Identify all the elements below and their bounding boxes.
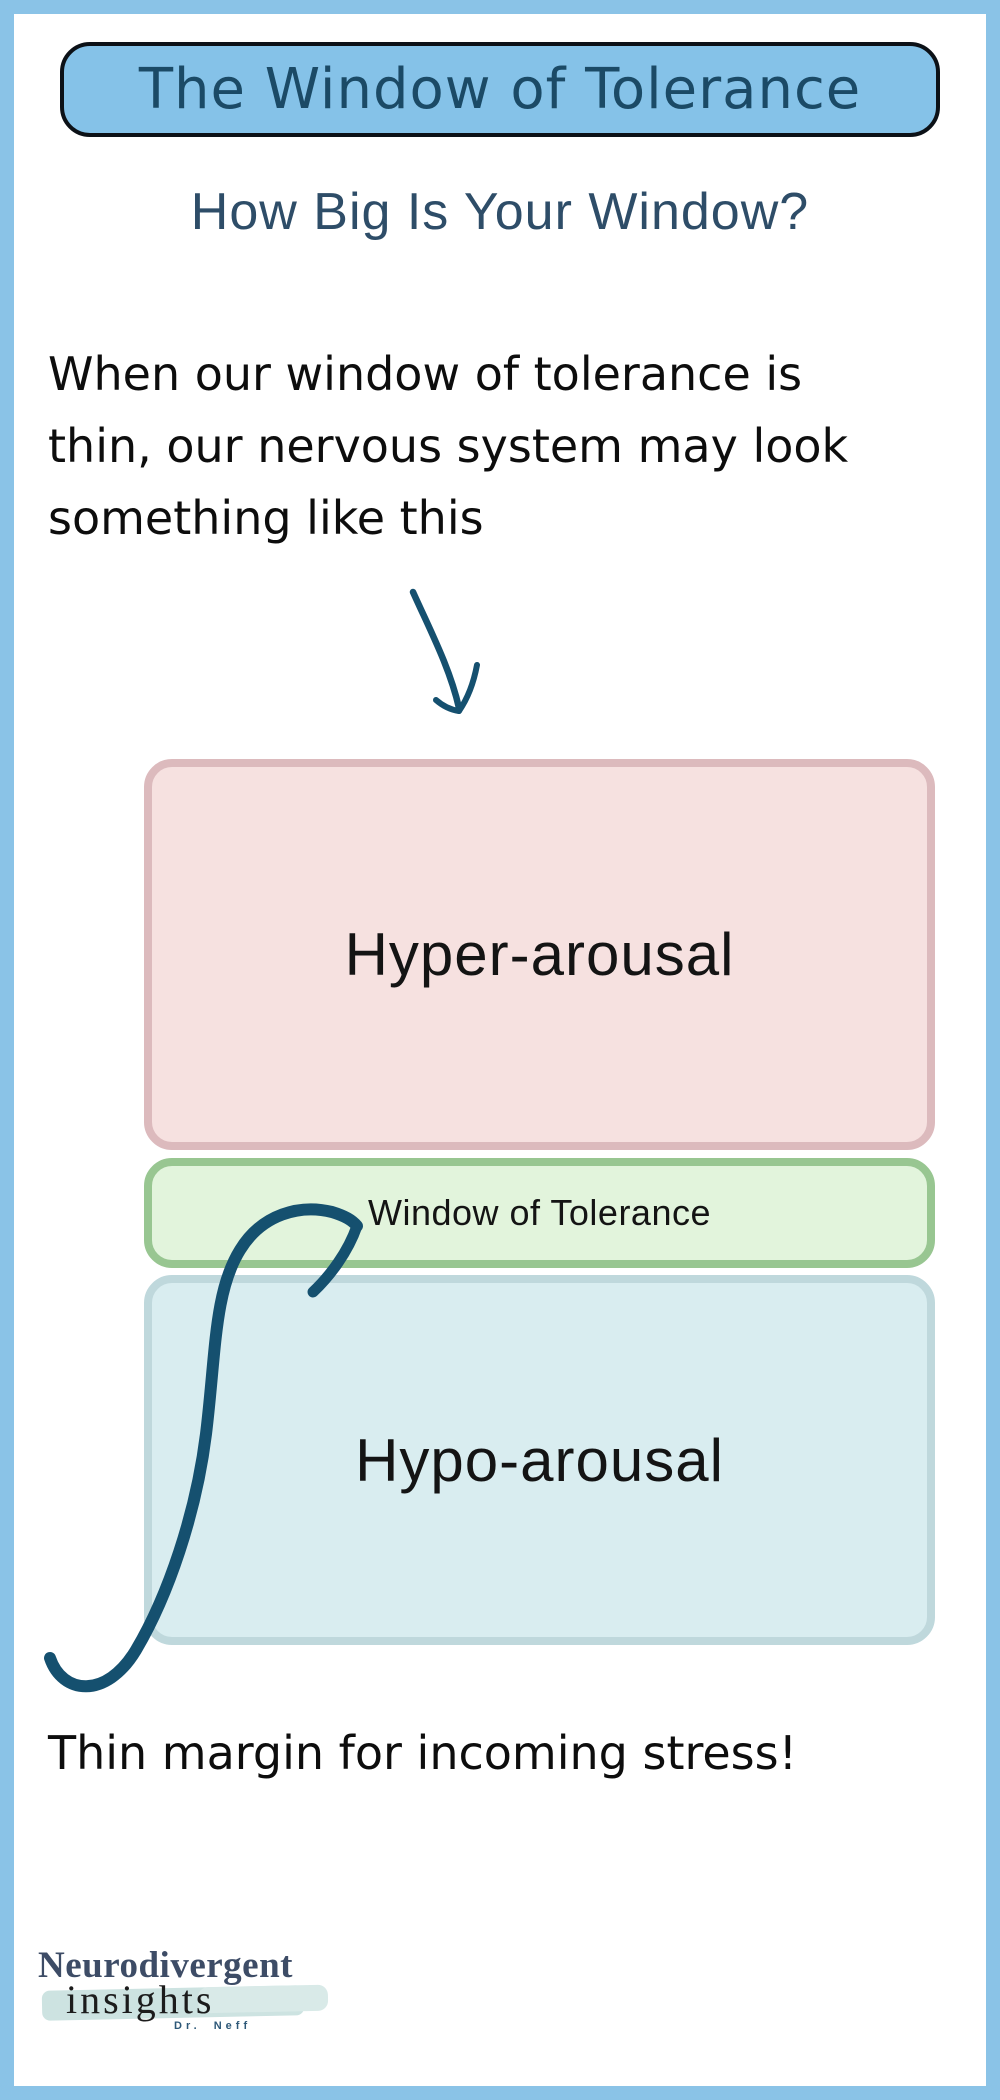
zone-hyper-arousal: Hyper-arousal (144, 759, 935, 1150)
zone-hyper-arousal-label: Hyper-arousal (344, 921, 735, 988)
zone-window-of-tolerance-label: Window of Tolerance (367, 1192, 711, 1233)
page-title: The Window of Tolerance (138, 57, 862, 122)
title-banner: The Window of Tolerance (60, 42, 940, 137)
intro-line-3: something like this (48, 491, 484, 545)
zone-hypo-arousal-label: Hypo-arousal (355, 1426, 724, 1494)
logo-brand-bottom: insights (66, 1977, 215, 2022)
intro-line-1: When our window of tolerance is (48, 347, 803, 401)
zone-hypo-arousal: Hypo-arousal (144, 1275, 935, 1645)
down-arrow-icon (409, 588, 480, 714)
intro-paragraph: When our window of tolerance is thin, ou… (48, 338, 848, 554)
brand-logo: Neurodivergent insights Dr. Neff (38, 1944, 358, 2054)
bottom-caption: Thin margin for incoming stress! (48, 1726, 798, 1780)
logo-byline: Dr. Neff (174, 2020, 252, 2032)
curved-arrow-icon (44, 1203, 363, 1693)
page-subtitle: How Big Is Your Window? (190, 183, 810, 241)
logo-brand-top: Neurodivergent (38, 1945, 293, 1986)
intro-line-2: thin, our nervous system may look (48, 419, 849, 473)
